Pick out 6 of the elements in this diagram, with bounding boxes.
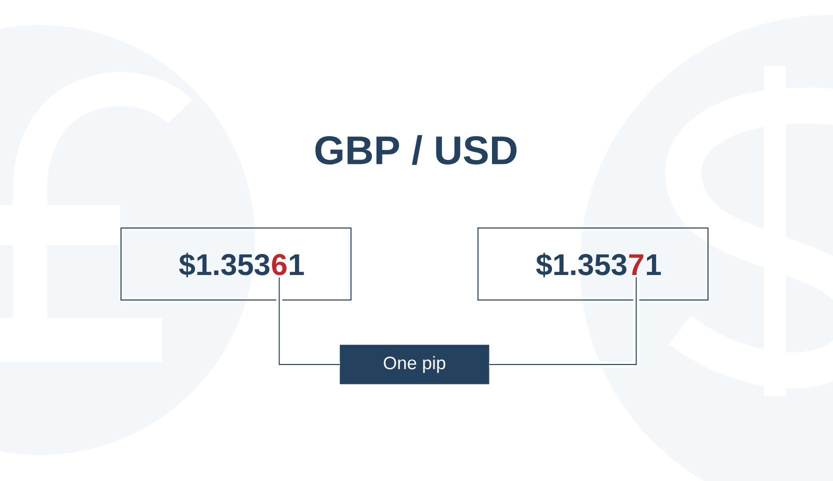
label-box: One pip	[340, 344, 490, 384]
title: GBP / USD	[315, 135, 517, 165]
leader-line	[276, 276, 340, 368]
price-box: $1.35361	[120, 228, 352, 300]
leader-line	[488, 276, 640, 368]
price-box: $1.35371	[478, 228, 708, 300]
